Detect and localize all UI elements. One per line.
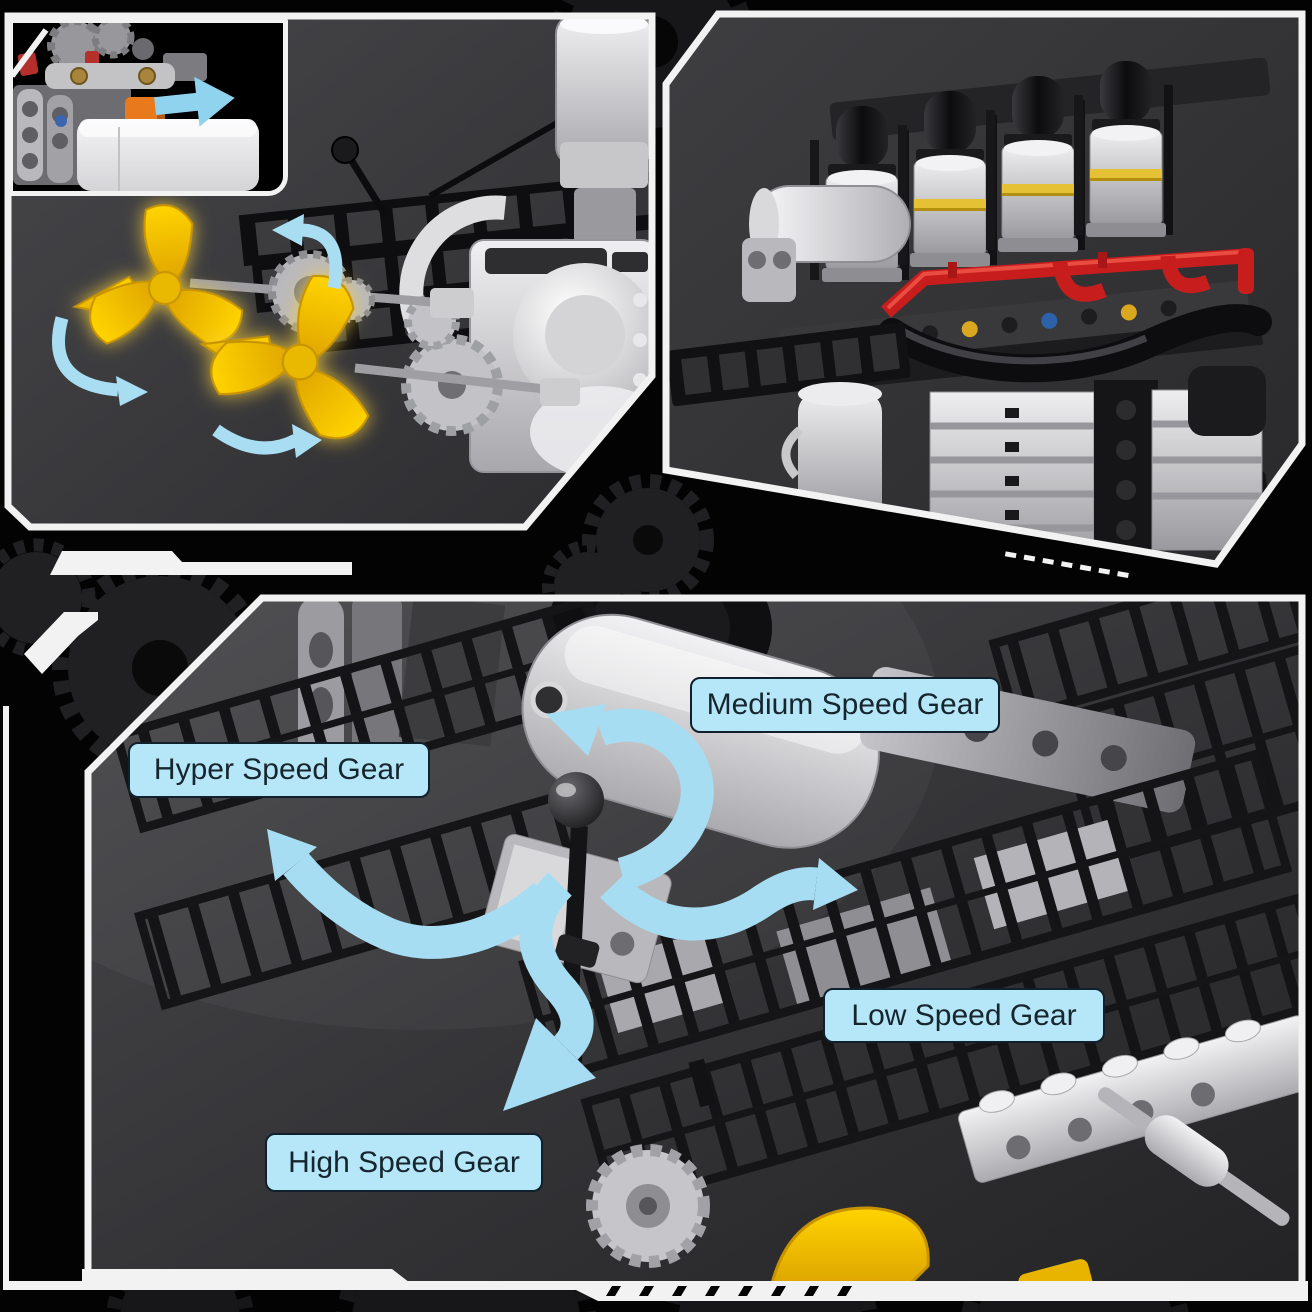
ladder-frame-plates [988,598,1302,869]
motor-cylinder [555,16,652,246]
grid-wing [1116,471,1270,533]
output-axle [1097,1087,1290,1226]
engine-cylinders [810,61,1173,282]
panel-c-backdrop [666,14,1302,564]
panel-battery-box-inset [8,18,288,196]
ball-antenna [331,85,620,218]
gear-deck [518,749,1302,1212]
drive-axles [189,250,580,406]
grid-wing [666,322,911,407]
output-gear [586,1058,716,1268]
propeller-yellow [71,204,244,345]
fuel-pipe-red [880,248,1254,318]
air-tank [742,185,911,302]
ladder-frame-plates [238,170,652,355]
gearbox-housing [399,195,652,478]
crankcase-drums [781,366,1266,564]
ladder-frame-plates [111,598,620,1011]
exhaust-manifold [878,304,1272,383]
callout-low-speed-gear: Low Speed Gear [823,988,1105,1043]
technic-beam-rail [779,280,1263,393]
callout-hyper-speed-gear: Hyper Speed Gear [128,742,430,798]
top-rail [829,57,1271,141]
callout-medium-speed-gear: Medium Speed Gear [690,677,1000,733]
frame-tick-marks [606,1286,852,1296]
propeller-blade-yellow [768,1206,1094,1286]
gear-shifter [480,772,672,1071]
propeller-yellow [198,274,370,440]
callout-high-speed-gear: High Speed Gear [265,1133,543,1192]
